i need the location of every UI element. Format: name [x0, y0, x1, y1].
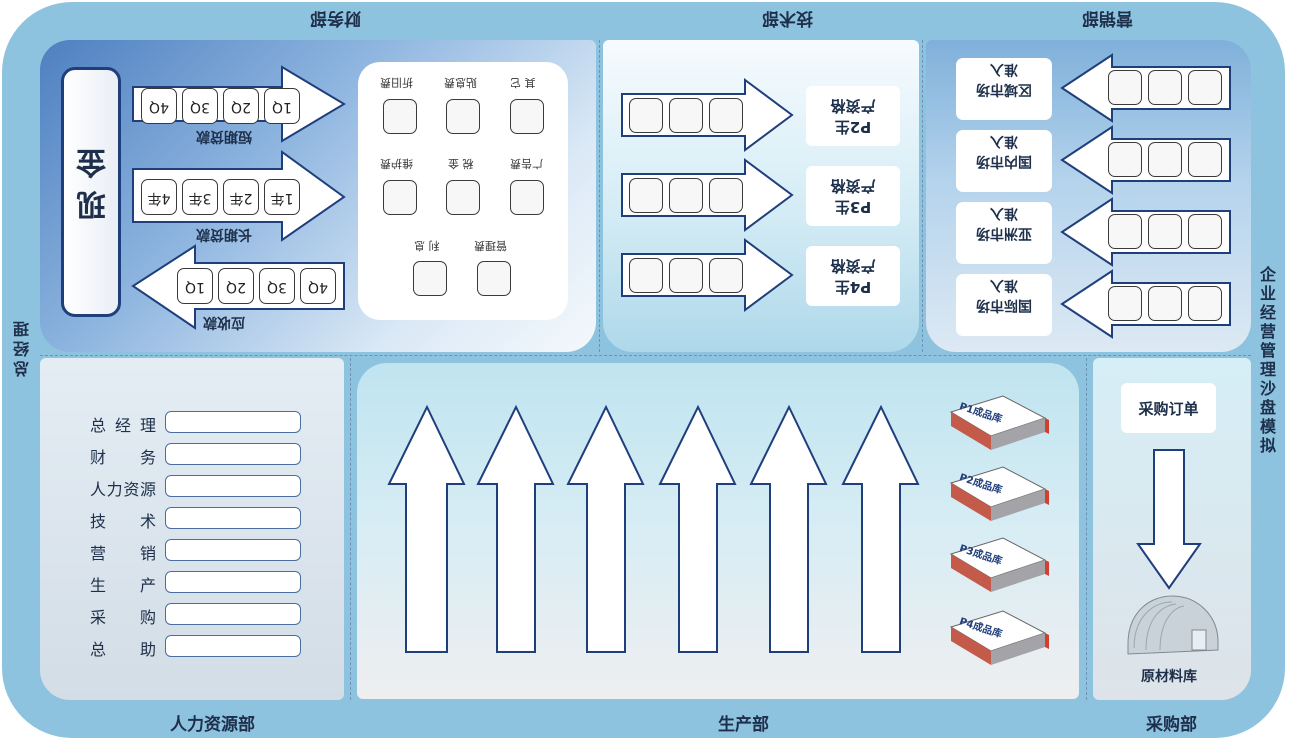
dept-label-purchase: 采购部 — [1146, 715, 1197, 735]
cash-column[interactable]: 现金 — [61, 67, 121, 317]
warehouse-p3: P3成品库 — [945, 534, 1049, 594]
hr-input-assistant[interactable] — [165, 635, 301, 657]
purchase-order-label: 采购订单 — [1138, 400, 1199, 418]
tech-p3-cell-2[interactable] — [669, 178, 703, 213]
raw-material-store-icon — [1127, 595, 1219, 655]
tech-arrow-p3 — [621, 158, 794, 232]
market-domestic-cell-3[interactable] — [1188, 142, 1222, 177]
hr-role-purchase: 采 购 — [90, 608, 156, 627]
production-line-1 — [387, 404, 466, 653]
market-regional-cell-1[interactable] — [1108, 70, 1142, 105]
market-arrow-regional — [1060, 53, 1231, 123]
market-arrow-domestic — [1060, 125, 1231, 195]
production-line-6 — [841, 404, 920, 653]
market-domestic-cell-1[interactable] — [1108, 142, 1142, 177]
warehouse-p4: P4成品库 — [945, 607, 1049, 667]
tech-p2-cell-2[interactable] — [669, 98, 703, 133]
market-regional-cell-2[interactable] — [1148, 70, 1182, 105]
tech-p4-cell-1[interactable] — [629, 258, 663, 293]
raw-material-store-label: 原材料库 — [1141, 669, 1197, 685]
expense-cell-interest[interactable] — [413, 261, 447, 296]
hr-role-production: 生 产 — [90, 576, 156, 595]
hr-role-marketing: 营 销 — [90, 544, 156, 563]
expense-cell-depreciation[interactable] — [383, 99, 417, 134]
expense-cell-other[interactable] — [510, 99, 544, 134]
tech-p2-cell-3[interactable] — [709, 98, 743, 133]
hr-role-hr: 人力资源 — [90, 480, 156, 499]
warehouse-p2-icon — [949, 466, 1049, 521]
market-regional-cell-3[interactable] — [1188, 70, 1222, 105]
dept-label-production: 生产部 — [718, 715, 769, 735]
production-line-2 — [476, 404, 555, 653]
tech-p3-cell-3[interactable] — [709, 178, 743, 213]
expense-cell-advertising[interactable] — [510, 180, 544, 215]
market-intl-cell-2[interactable] — [1148, 286, 1182, 321]
hr-input-hr[interactable] — [165, 475, 301, 497]
tech-p2-cell-1[interactable] — [629, 98, 663, 133]
tech-arrow-p2 — [621, 78, 794, 152]
hr-input-tech[interactable] — [165, 507, 301, 529]
warehouse-p1: P1成品库 — [945, 392, 1049, 452]
expense-cell-discount[interactable] — [446, 99, 480, 134]
production-line-5 — [749, 404, 828, 653]
market-arrow-international — [1060, 269, 1231, 339]
divider-production-purchase — [1086, 358, 1087, 700]
expense-cell-maintenance[interactable] — [383, 180, 417, 215]
market-asia-cell-2[interactable] — [1148, 214, 1182, 249]
divider-finance-tech — [599, 40, 600, 352]
hr-role-tech: 技 术 — [90, 512, 156, 531]
production-line-4 — [658, 404, 737, 653]
hr-role-gm: 总经理 — [90, 416, 156, 435]
tech-p4-cell-2[interactable] — [669, 258, 703, 293]
divider-hr-production — [350, 358, 351, 700]
hr-input-purchase[interactable] — [165, 603, 301, 625]
production-line-3 — [566, 404, 645, 653]
warehouse-p2: P2成品库 — [945, 463, 1049, 523]
expense-cell-tax[interactable] — [446, 180, 480, 215]
market-arrow-asia — [1060, 197, 1231, 267]
market-domestic-cell-2[interactable] — [1148, 142, 1182, 177]
hr-input-marketing[interactable] — [165, 539, 301, 561]
board-title: 企业经营管理沙盘模拟 — [1260, 265, 1277, 455]
market-intl-cell-3[interactable] — [1188, 286, 1222, 321]
warehouse-p3-icon — [949, 537, 1049, 592]
hr-input-production[interactable] — [165, 571, 301, 593]
tech-p3-cell-1[interactable] — [629, 178, 663, 213]
hr-role-finance: 财 务 — [90, 448, 156, 467]
dept-label-hr: 人力资源部 — [170, 715, 255, 735]
divider-tech-marketing — [922, 40, 923, 352]
tech-p4-cell-3[interactable] — [709, 258, 743, 293]
expense-cell-management[interactable] — [477, 261, 511, 296]
tech-arrow-p4 — [621, 238, 794, 312]
hr-role-assistant: 总 助 — [90, 640, 156, 659]
market-asia-cell-3[interactable] — [1188, 214, 1222, 249]
hr-input-gm[interactable] — [165, 411, 301, 433]
warehouse-p1-icon — [949, 395, 1049, 450]
warehouse-p4-icon — [949, 610, 1049, 665]
market-asia-cell-1[interactable] — [1108, 214, 1142, 249]
market-intl-cell-1[interactable] — [1108, 286, 1142, 321]
hr-input-finance[interactable] — [165, 443, 301, 465]
purchase-order-box[interactable]: 采购订单 — [1121, 383, 1216, 433]
divider-horizontal — [40, 355, 1251, 356]
